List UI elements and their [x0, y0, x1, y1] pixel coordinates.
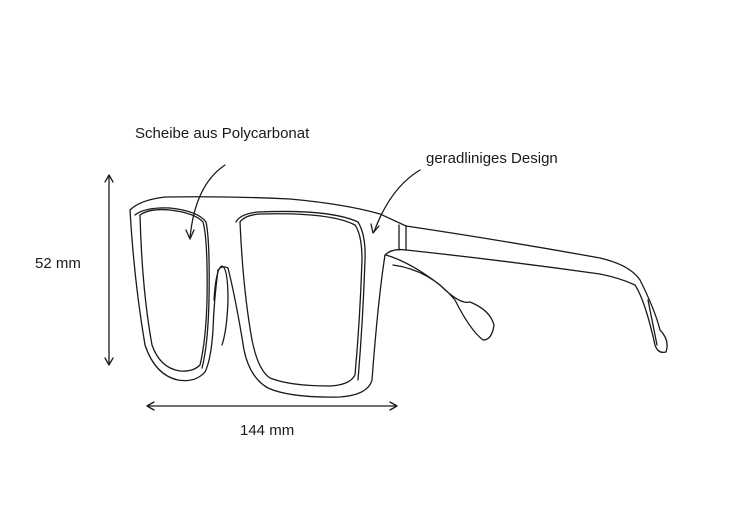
design-label: geradliniges Design: [426, 150, 558, 167]
lens-arrowhead-icon: [185, 229, 195, 240]
width-dimension-arrow: [146, 401, 398, 411]
design-pointer-arrow: [373, 169, 421, 233]
lens-material-label: Scheibe aus Polycarbonat: [135, 125, 310, 142]
height-label: 52 mm: [35, 255, 81, 272]
height-dimension-arrow: [104, 174, 114, 366]
frame-outline: [129, 196, 668, 398]
width-label: 144 mm: [240, 422, 295, 439]
design-arrowhead-icon: [370, 223, 380, 234]
lens-pointer-arrow: [189, 164, 226, 239]
